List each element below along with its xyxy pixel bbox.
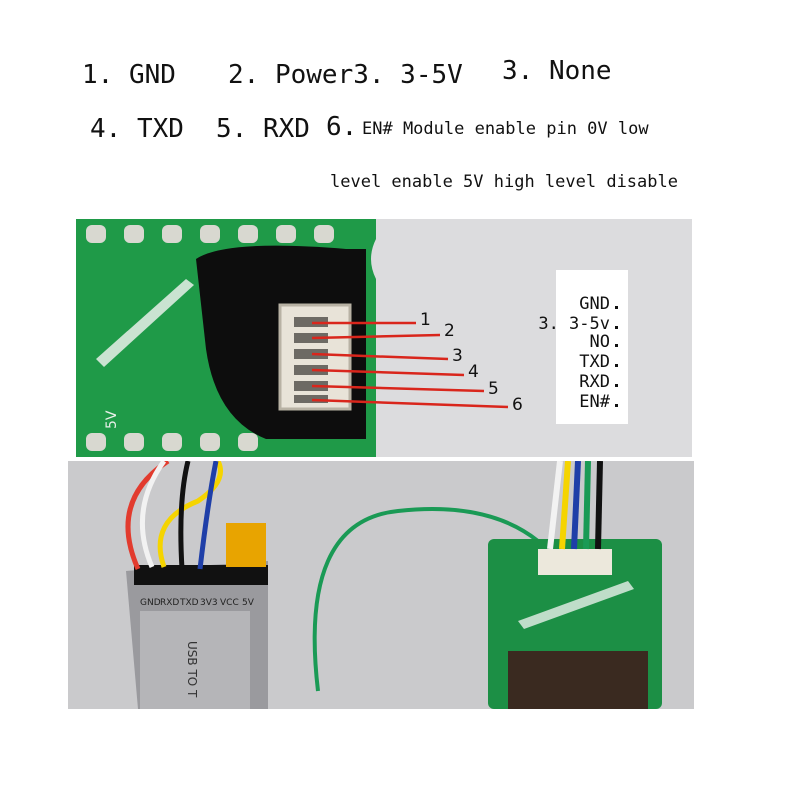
silk-text: 5V: [104, 410, 120, 429]
callout-wire-3: [311, 352, 449, 361]
wiring-illustration: GND RXD TXD 3V3 VCC 5V USB TO T: [68, 461, 694, 709]
callout-wire-2: [311, 333, 441, 340]
wiring-photo: GND RXD TXD 3V3 VCC 5V USB TO T: [68, 461, 694, 709]
pin2-label: 2. Power3. 3-5V: [228, 60, 463, 90]
callout-wire-4: [311, 368, 465, 377]
legend-dot: [615, 326, 618, 329]
pin3-label: 3. None: [502, 56, 612, 86]
legend-no: NO: [589, 332, 610, 352]
callout-wires: [311, 321, 509, 409]
wire-number-1: 1: [420, 310, 431, 330]
legend-dot: [615, 306, 618, 309]
pin6-label: 6.: [326, 112, 358, 142]
wire-number-2: 2: [444, 321, 455, 341]
legend-dot: [615, 384, 618, 387]
pin-legend: GND 3. 3-5v NO TXD RXD EN#: [538, 270, 628, 424]
wire-number-4: 4: [468, 362, 479, 382]
wire-number-6: 6: [512, 395, 523, 415]
pin1-label: 1. GND: [82, 60, 176, 90]
legend-txd: TXD: [579, 352, 610, 372]
legend-rxd: RXD: [579, 372, 610, 392]
adapter-pin-3v3: 3V3: [200, 598, 218, 608]
legend-dot: [615, 364, 618, 367]
adapter-pin-vcc: VCC: [220, 598, 239, 608]
wire-number-5: 5: [488, 379, 499, 399]
adapter-label: USB TO T: [185, 641, 199, 698]
legend-gnd: GND: [579, 294, 610, 314]
adapter-pin-gnd: GND: [140, 598, 161, 608]
adapter-pin-rxd: RXD: [160, 598, 179, 608]
callout-wire-6: [311, 398, 509, 409]
pin6-description-line1: EN# Module enable pin 0V low: [362, 119, 649, 139]
legend-en: EN#: [579, 392, 610, 412]
adapter-pin-txd: TXD: [179, 598, 199, 608]
pin4-label: 4. TXD: [90, 114, 184, 144]
legend-dot: [615, 404, 618, 407]
adapter-pin-5v: 5V: [242, 598, 255, 608]
pin6-description-line2: level enable 5V high level disable: [330, 172, 678, 192]
pin5-label: 5. RXD: [216, 114, 310, 144]
wire-number-3: 3: [452, 346, 463, 366]
legend-dot: [615, 344, 618, 347]
callout-wire-5: [311, 384, 485, 393]
legend-power: 3. 3-5v: [538, 314, 610, 334]
